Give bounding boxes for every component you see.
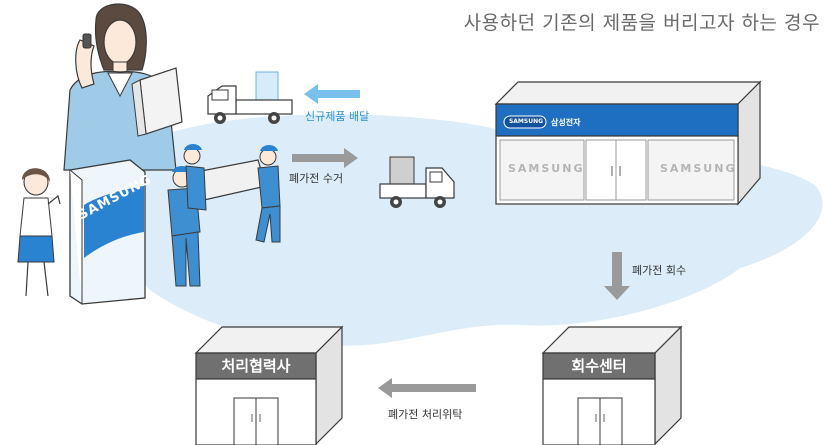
store-brand-logo: SAMSUNG [508,118,544,125]
pickup-truck-illustration [379,156,455,208]
pickup-step-label: 폐가전 수거 [289,172,344,185]
recovery-arrow [604,252,630,300]
delivery-truck-illustration [207,71,293,124]
girl-illustration [17,168,61,297]
store-facade-text-right: SAMSUNG [660,162,737,175]
recovery-step-label: 폐가전 회수 [632,264,687,277]
page-title: 사용하던 기존의 제품을 버리고자 하는 경우 [463,12,820,34]
collection-center-building [541,325,683,445]
store-facade-text-left: SAMSUNG [508,162,585,175]
store-name-sign: 삼성전자 [551,118,581,127]
woman-customer-illustration [63,3,183,171]
recycling-partner-building [194,325,344,445]
collection-center-sign: 회수센터 [571,357,627,375]
consignment-step-label: 폐가전 처리위탁 [388,408,463,421]
delivery-arrow [304,84,360,104]
delivery-workers-illustration [167,144,281,287]
recycling-partner-sign: 처리협력사 [221,357,291,375]
consignment-arrow [378,378,476,398]
pickup-arrow [292,148,358,168]
delivery-step-label: 신규제품 배달 [305,110,370,123]
samsung-store-building [494,80,762,206]
refrigerator-illustration [69,159,146,305]
